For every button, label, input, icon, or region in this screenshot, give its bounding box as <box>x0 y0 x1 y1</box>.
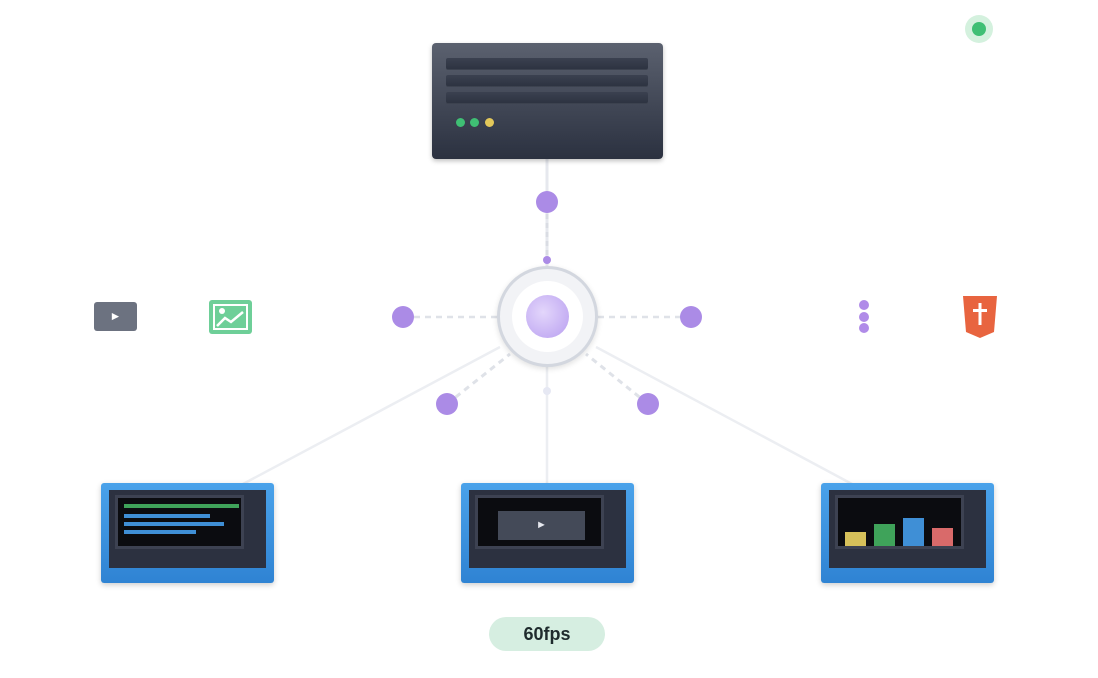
code-line <box>124 530 196 534</box>
server-led-3 <box>485 118 494 127</box>
server-bay <box>446 58 648 70</box>
server-led-2 <box>470 118 479 127</box>
dot <box>859 312 869 322</box>
lower-left-node <box>436 393 458 415</box>
more-dots-icon <box>858 298 870 336</box>
hub-ring <box>512 281 583 352</box>
image-chart-glyph <box>213 304 248 330</box>
code-editor-monitor <box>101 483 274 583</box>
video-player-icon: ► <box>475 495 604 549</box>
image-chart-icon <box>209 300 252 334</box>
server-rack-icon <box>432 43 663 159</box>
html5-shield-glyph <box>963 296 997 338</box>
monitor-right-link <box>595 345 853 486</box>
dot <box>859 300 869 310</box>
server-bay <box>446 75 648 87</box>
code-line <box>124 514 210 518</box>
right-node <box>680 306 702 328</box>
chart-bar <box>932 528 953 546</box>
lower-right-node <box>637 393 659 415</box>
lower-right-dashed-link <box>585 352 649 406</box>
play-button[interactable]: ► <box>498 511 585 540</box>
bar-chart-icon <box>835 495 964 549</box>
center-small-node <box>543 387 551 395</box>
server-node <box>536 191 558 213</box>
chart-bar <box>845 532 866 546</box>
monitor-left-link <box>242 345 501 486</box>
left-node <box>392 306 414 328</box>
video-icon: ► <box>94 302 137 331</box>
hub-core <box>526 295 569 338</box>
chart-bar <box>874 524 895 546</box>
lower-left-dashed-link <box>446 352 511 406</box>
status-indicator-icon <box>965 15 993 43</box>
server-led-1 <box>456 118 465 127</box>
video-monitor: ► <box>461 483 634 583</box>
code-editor-icon <box>115 495 244 549</box>
code-line <box>124 504 239 508</box>
html5-shield-icon <box>962 295 998 339</box>
hub-icon <box>497 266 598 367</box>
code-line <box>124 522 224 526</box>
chart-monitor <box>821 483 994 583</box>
server-bay <box>446 92 648 104</box>
dot <box>859 323 869 333</box>
fps-badge: 60fps <box>489 617 605 651</box>
server-node-small <box>543 256 551 264</box>
chart-bar <box>903 518 924 546</box>
